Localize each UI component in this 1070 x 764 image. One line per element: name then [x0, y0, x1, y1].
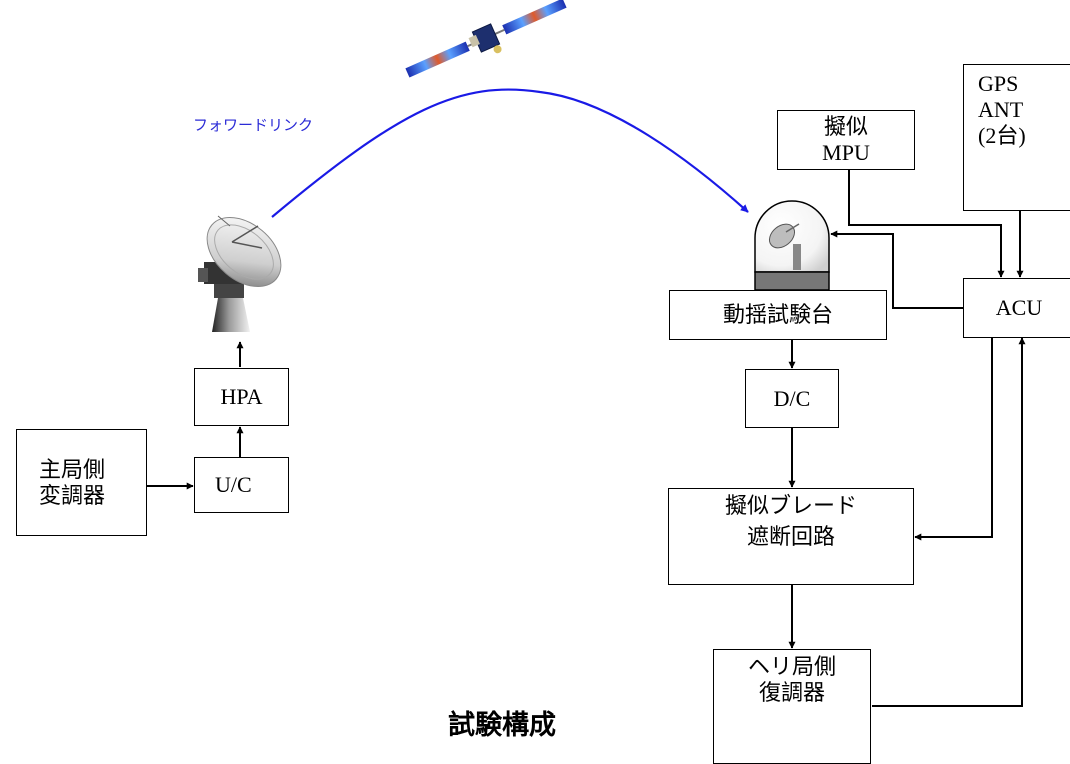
acu-block: ACU	[963, 278, 1070, 338]
blade-label-line1: 擬似ブレード	[724, 493, 857, 518]
acu-label: ACU	[995, 295, 1043, 321]
demodulator-label-line2: 復調器	[758, 679, 825, 705]
gps-label-line1: GPS	[978, 71, 1019, 96]
mpu-block: 擬似 MPU	[777, 110, 915, 170]
parabolic-dish-antenna-icon	[198, 215, 282, 332]
blade-cutoff-block: 擬似ブレード 遮断回路	[668, 488, 914, 585]
uc-block: U/C	[194, 457, 289, 513]
satellite-icon	[405, 0, 567, 78]
demodulator-label-line1: ヘリ局側	[747, 654, 836, 679]
uc-label: U/C	[215, 472, 252, 498]
gps-ant-block: GPS ANT (2台)	[963, 64, 1070, 211]
forward-link-arc	[271, 88, 749, 218]
arrow-acu-to-blade	[914, 338, 993, 541]
blade-label-line2: 遮断回路	[746, 523, 835, 549]
connector-lines	[147, 170, 1026, 707]
modulator-label-line2: 変調器	[39, 482, 106, 508]
mpu-label-line1: 擬似	[823, 114, 868, 140]
arrow-acu-to-radome	[830, 230, 963, 309]
modulator-block: 主局側 変調器	[16, 429, 147, 536]
motion-table-block: 動揺試験台	[669, 290, 887, 340]
modulator-label-line1: 主局側	[39, 456, 106, 482]
motion-table-label: 動揺試験台	[722, 302, 833, 328]
mpu-label-line2: MPU	[822, 140, 870, 165]
arrow-demodulator-to-acu	[872, 337, 1026, 707]
gps-label-line3: (2台)	[978, 122, 1026, 148]
arrow-mpu-to-acu	[848, 170, 1005, 278]
dc-block: D/C	[745, 369, 839, 428]
gps-label-line2: ANT	[978, 96, 1024, 122]
hpa-label: HPA	[220, 384, 263, 410]
demodulator-block: ヘリ局側 復調器	[713, 649, 871, 764]
hpa-block: HPA	[194, 368, 289, 426]
figure-title: 試験構成	[448, 710, 556, 741]
dc-label: D/C	[773, 385, 811, 411]
forward-link-label: フォワードリンク	[193, 116, 314, 134]
radome-antenna-icon	[754, 200, 830, 291]
